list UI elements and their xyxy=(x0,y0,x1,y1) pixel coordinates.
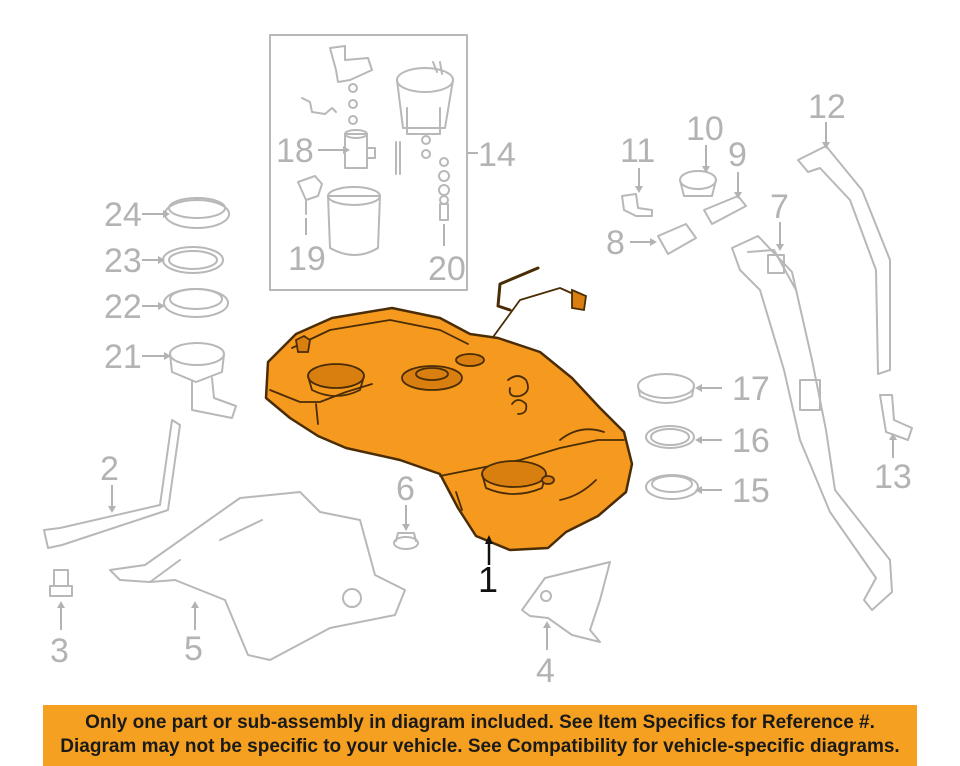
callout-11: 11 xyxy=(620,132,655,170)
seal-ring-23 xyxy=(162,246,224,274)
tank-strap-2 xyxy=(43,419,181,549)
fuel-tank-1 xyxy=(264,266,634,552)
disclaimer-banner: Only one part or sub-assembly in diagram… xyxy=(43,705,917,766)
lock-ring-22 xyxy=(163,288,229,318)
bracket-4 xyxy=(521,561,611,643)
callout-18: 18 xyxy=(276,132,314,170)
callout-17: 17 xyxy=(732,370,770,408)
callout-23: 23 xyxy=(104,242,142,280)
lock-ring-15 xyxy=(645,474,699,500)
callout-9: 9 xyxy=(728,136,747,174)
filler-pipe-7 xyxy=(731,235,893,611)
callout-10: 10 xyxy=(686,110,724,148)
callout-19: 19 xyxy=(288,240,326,278)
lock-ring-24 xyxy=(164,197,230,229)
fuel-sender-21 xyxy=(169,342,237,419)
callout-15: 15 xyxy=(732,472,770,510)
callout-3: 3 xyxy=(50,632,69,670)
callout-16: 16 xyxy=(732,422,770,460)
bolt-11 xyxy=(621,193,653,217)
heat-shield-5 xyxy=(109,491,406,661)
callout-13: 13 xyxy=(874,458,912,496)
lock-ring-17 xyxy=(637,373,695,404)
callout-8: 8 xyxy=(606,224,625,262)
callout-14: 14 xyxy=(478,136,516,174)
callout-6: 6 xyxy=(396,470,415,508)
disclaimer-line-1: Only one part or sub-assembly in diagram… xyxy=(85,712,875,733)
disclaimer-line-2: Diagram may not be specific to your vehi… xyxy=(60,736,900,757)
callout-24: 24 xyxy=(104,196,142,234)
fuel-cap-10 xyxy=(679,170,717,197)
grommet-6 xyxy=(393,532,419,550)
clip-9 xyxy=(703,195,747,225)
callout-5: 5 xyxy=(184,630,203,668)
callout-21: 21 xyxy=(104,338,142,376)
callout-1: 1 xyxy=(478,559,498,600)
pump-module-inset xyxy=(269,34,478,291)
vent-hose-12 xyxy=(797,145,891,375)
callout-4: 4 xyxy=(536,652,555,690)
bolt-3 xyxy=(49,569,73,597)
callout-20: 20 xyxy=(428,250,466,288)
pump-module-parts xyxy=(297,45,454,256)
clip-8 xyxy=(657,223,697,255)
seal-ring-16 xyxy=(645,425,695,449)
hose-13 xyxy=(879,394,913,441)
callout-12: 12 xyxy=(808,88,846,126)
callout-22: 22 xyxy=(104,288,142,326)
callout-7: 7 xyxy=(770,188,789,226)
callout-2: 2 xyxy=(100,450,119,488)
